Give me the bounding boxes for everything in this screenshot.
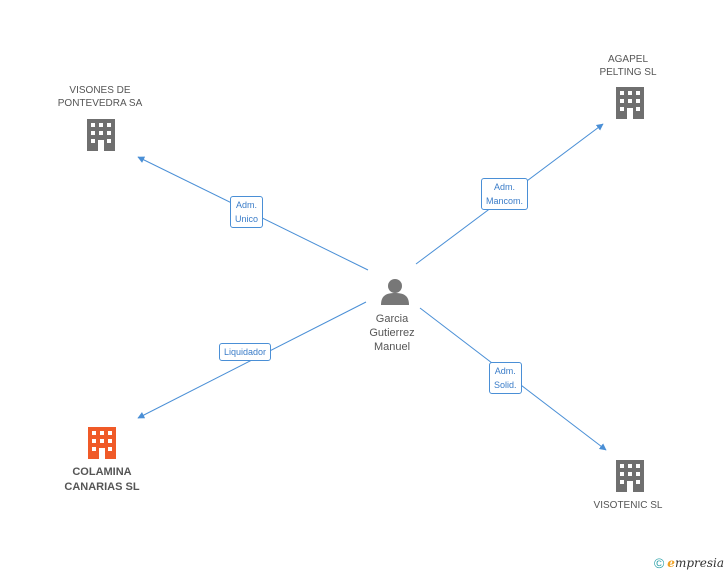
person-name-line1: Garcia xyxy=(375,313,409,325)
node-visones-line2: PONTEVEDRA SA xyxy=(57,98,143,109)
person-name-line2: Gutierrez xyxy=(369,327,415,339)
building-icon[interactable] xyxy=(87,119,115,151)
edge-label-visotenic-line2: Solid. xyxy=(494,380,517,390)
brand-logo-text: mpresia xyxy=(674,556,724,570)
brand-footer[interactable]: © empresia xyxy=(654,555,724,571)
edge-label-visotenic-line1: Adm. xyxy=(494,366,516,376)
node-agapel-label[interactable]: AGAPEL PELTING SL xyxy=(578,53,678,79)
person-name-label[interactable]: Garcia Gutierrez Manuel xyxy=(352,312,432,354)
edge-label-visones: Adm. Unico xyxy=(230,196,264,228)
edge-label-colamina-line1: Liquidador xyxy=(224,347,267,357)
brand-logo: empresia xyxy=(667,556,724,570)
edge-label-visotenic: Adm. Solid. xyxy=(489,362,522,394)
building-icon[interactable] xyxy=(616,87,644,119)
node-colamina-line2: CANARIAS SL xyxy=(64,481,140,493)
brand-logo-initial: e xyxy=(667,556,675,570)
building-icon[interactable] xyxy=(616,460,644,492)
copyright-icon: © xyxy=(653,555,665,571)
building-icon[interactable] xyxy=(88,427,116,459)
node-colamina-line1: COLAMINA xyxy=(72,466,132,478)
node-visotenic-line1: VISOTENIC SL xyxy=(593,500,663,511)
node-agapel-line2: PELTING SL xyxy=(599,67,657,78)
edge-label-colamina: Liquidador xyxy=(219,343,272,361)
edge-label-visones-line1: Adm. xyxy=(236,200,258,210)
edge-label-agapel-line1: Adm. xyxy=(494,182,516,192)
node-agapel-line1: AGAPEL xyxy=(607,54,649,65)
person-name-line3: Manuel xyxy=(373,341,411,353)
node-visones-line1: VISONES DE xyxy=(69,85,131,96)
edge-label-agapel: Adm. Mancom. xyxy=(481,178,529,210)
node-visotenic-label[interactable]: VISOTENIC SL xyxy=(578,499,678,512)
edge-label-agapel-line2: Mancom. xyxy=(486,196,524,206)
edge-label-visones-line2: Unico xyxy=(235,214,259,224)
person-icon[interactable] xyxy=(381,279,409,305)
node-colamina-label[interactable]: COLAMINA CANARIAS SL xyxy=(42,465,162,495)
node-visones-label[interactable]: VISONES DE PONTEVEDRA SA xyxy=(40,84,160,110)
